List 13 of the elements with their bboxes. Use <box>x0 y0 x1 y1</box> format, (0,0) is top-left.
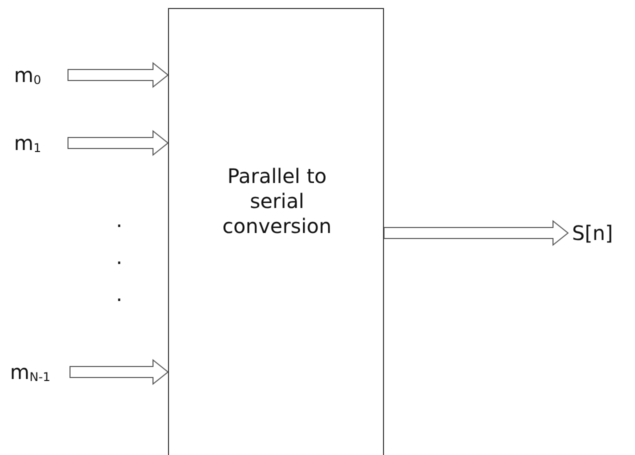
signal-label: S[n] <box>572 221 613 245</box>
process-label: Parallel to serial conversion <box>221 164 333 239</box>
block-arrow <box>68 62 169 88</box>
signal-label: m$_{0}$ <box>14 63 42 87</box>
ellipsis-dot: . <box>116 282 122 306</box>
signal-label: m$_{1}$ <box>14 131 42 155</box>
block-arrow <box>70 358 169 386</box>
ellipsis-dot: . <box>116 245 122 269</box>
process-box <box>168 8 384 455</box>
signal-label: m$_{N-1}$ <box>10 360 50 384</box>
block-arrow <box>384 220 569 246</box>
ellipsis-dot: . <box>116 208 122 232</box>
block-arrow <box>68 130 169 156</box>
